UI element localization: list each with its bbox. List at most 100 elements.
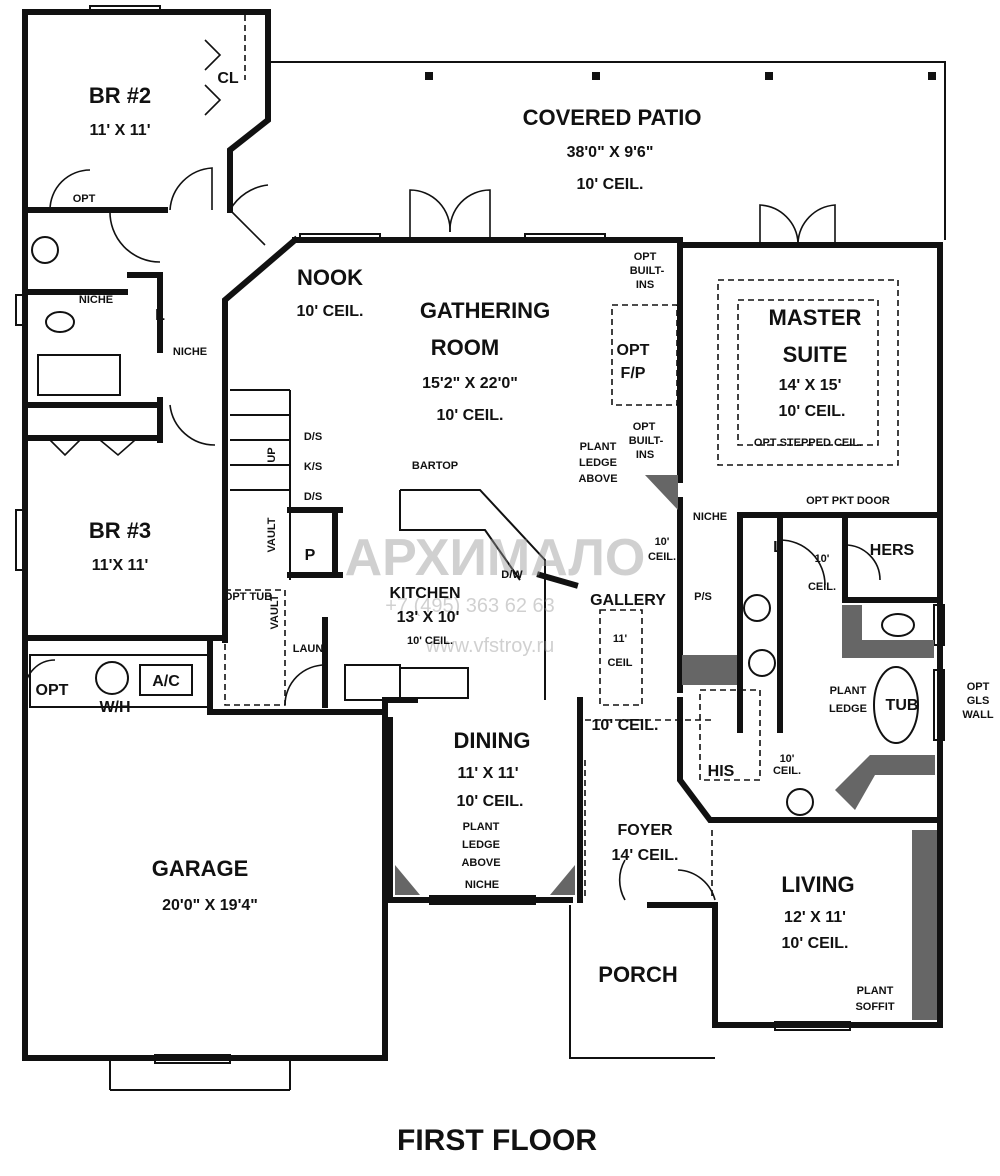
- svg-text:OPT: OPT: [967, 681, 990, 693]
- svg-text:АРХИМАЛО: АРХИМАЛО: [345, 529, 646, 587]
- kitchen-label: KITCHEN: [389, 585, 460, 602]
- svg-text:VAULT: VAULT: [269, 594, 281, 629]
- svg-text:OPT: OPT: [36, 682, 69, 699]
- watermark: АРХИМАЛО +7 (495) 363 62 63 www.vfstroy.…: [345, 529, 646, 657]
- svg-text:OPT TUB: OPT TUB: [224, 591, 272, 603]
- svg-text:GLS: GLS: [967, 695, 990, 707]
- svg-text:K/S: K/S: [304, 461, 322, 473]
- svg-text:PLANT: PLANT: [580, 441, 617, 453]
- svg-text:A/C: A/C: [152, 673, 180, 690]
- gallery-label: GALLERY: [590, 592, 666, 609]
- room-labels: BR #2 11' X 11' CL COVERED PATIO 38'0" X…: [89, 70, 919, 987]
- svg-text:14' X 15': 14' X 15': [779, 377, 842, 394]
- svg-text:10' CEIL.: 10' CEIL.: [782, 935, 849, 952]
- svg-text:12' X 11': 12' X 11': [784, 909, 846, 926]
- svg-text:11'X 11': 11'X 11': [92, 557, 149, 574]
- svg-text:+7 (495) 363 62 63: +7 (495) 363 62 63: [385, 595, 555, 617]
- svg-text:PLANT: PLANT: [463, 821, 500, 833]
- svg-text:10' CEIL.: 10' CEIL.: [592, 717, 659, 734]
- svg-text:11' X 11': 11' X 11': [458, 765, 519, 782]
- svg-text:PLANT: PLANT: [857, 985, 894, 997]
- svg-text:10': 10': [655, 536, 670, 548]
- living-label: LIVING: [781, 872, 854, 897]
- dashed-lines: [224, 15, 899, 900]
- dining-label: DINING: [454, 728, 531, 753]
- svg-text:SUITE: SUITE: [783, 342, 848, 367]
- svg-text:BARTOP: BARTOP: [412, 460, 458, 472]
- svg-text:OPT: OPT: [617, 342, 650, 359]
- svg-text:ROOM: ROOM: [431, 335, 499, 360]
- svg-text:SOFFIT: SOFFIT: [855, 1001, 894, 1013]
- foyer-label: FOYER: [617, 822, 673, 839]
- svg-text:OPT: OPT: [634, 251, 657, 263]
- svg-text:13' X 10': 13' X 10': [397, 609, 460, 626]
- svg-text:UP: UP: [266, 447, 278, 462]
- svg-text:L: L: [773, 539, 783, 556]
- svg-text:INS: INS: [636, 449, 654, 461]
- svg-text:10' CEIL.: 10' CEIL.: [407, 635, 453, 647]
- svg-text:CEIL.: CEIL.: [648, 551, 676, 563]
- svg-text:20'0" X 19'4": 20'0" X 19'4": [162, 897, 258, 914]
- svg-text:10': 10': [815, 553, 830, 565]
- svg-text:ABOVE: ABOVE: [461, 857, 500, 869]
- svg-text:VAULT: VAULT: [266, 517, 278, 552]
- svg-text:LEDGE: LEDGE: [579, 457, 617, 469]
- svg-text:D/S: D/S: [304, 431, 322, 443]
- svg-text:CEIL: CEIL: [607, 657, 632, 669]
- svg-text:INS: INS: [636, 279, 654, 291]
- plant-ledges: [395, 475, 937, 1020]
- svg-text:11' X 11': 11' X 11': [90, 122, 151, 139]
- svg-text:NICHE: NICHE: [173, 346, 207, 358]
- notes: OPT NICHE L NICHE UP D/S K/S D/S VAULT V…: [36, 193, 994, 1013]
- svg-text:CEIL.: CEIL.: [808, 581, 836, 593]
- svg-text:10' CEIL.: 10' CEIL.: [779, 403, 846, 420]
- svg-text:OPT PKT DOOR: OPT PKT DOOR: [806, 495, 890, 507]
- svg-text:LEDGE: LEDGE: [462, 839, 500, 851]
- tub-label: TUB: [886, 697, 919, 714]
- nook-label: NOOK: [297, 265, 363, 290]
- svg-text:10' CEIL.: 10' CEIL.: [577, 176, 644, 193]
- svg-text:15'2" X 22'0": 15'2" X 22'0": [422, 375, 518, 392]
- svg-text:11': 11': [613, 633, 628, 645]
- svg-text:BUILT-: BUILT-: [630, 265, 665, 277]
- svg-text:ABOVE: ABOVE: [578, 473, 617, 485]
- garage-label: GARAGE: [152, 856, 249, 881]
- svg-text:NICHE: NICHE: [465, 879, 499, 891]
- laundry-label: LAUN: [293, 643, 324, 655]
- svg-text:NICHE: NICHE: [79, 294, 113, 306]
- svg-text:14' CEIL.: 14' CEIL.: [612, 847, 679, 864]
- porch-label: PORCH: [598, 962, 677, 987]
- columns: [425, 72, 936, 80]
- svg-text:W/H: W/H: [99, 699, 130, 716]
- his-label: HIS: [708, 763, 735, 780]
- svg-text:BUILT-: BUILT-: [629, 435, 664, 447]
- doors: [24, 39, 881, 901]
- svg-text:OPT STEPPED CEIL.: OPT STEPPED CEIL.: [754, 437, 862, 449]
- svg-text:10' CEIL.: 10' CEIL.: [457, 793, 524, 810]
- svg-text:P/S: P/S: [694, 591, 712, 603]
- svg-text:F/P: F/P: [621, 365, 646, 382]
- svg-text:NICHE: NICHE: [693, 511, 727, 523]
- svg-text:CL: CL: [217, 70, 239, 87]
- br3-label: BR #3: [89, 518, 151, 543]
- gathering-label: GATHERING: [420, 298, 550, 323]
- floor-title: FIRST FLOOR: [397, 1124, 597, 1157]
- svg-text:L: L: [155, 307, 165, 324]
- thin-lines: [15, 5, 946, 1091]
- svg-text:10' CEIL.: 10' CEIL.: [297, 303, 364, 320]
- patio-label: COVERED PATIO: [523, 105, 702, 130]
- svg-text:OPT: OPT: [633, 421, 656, 433]
- svg-text:38'0" X 9'6": 38'0" X 9'6": [567, 144, 654, 161]
- svg-text:P: P: [305, 547, 316, 564]
- svg-text:D/S: D/S: [304, 491, 322, 503]
- svg-text:10': 10': [780, 753, 795, 765]
- svg-text:PLANT: PLANT: [830, 685, 867, 697]
- svg-text:10' CEIL.: 10' CEIL.: [437, 407, 504, 424]
- svg-text:www.vfstroy.ru: www.vfstroy.ru: [425, 635, 555, 657]
- svg-text:LEDGE: LEDGE: [829, 703, 867, 715]
- svg-text:CEIL.: CEIL.: [773, 765, 801, 777]
- master-label: MASTER: [769, 305, 862, 330]
- br2-label: BR #2: [89, 83, 151, 108]
- hers-label: HERS: [870, 542, 915, 559]
